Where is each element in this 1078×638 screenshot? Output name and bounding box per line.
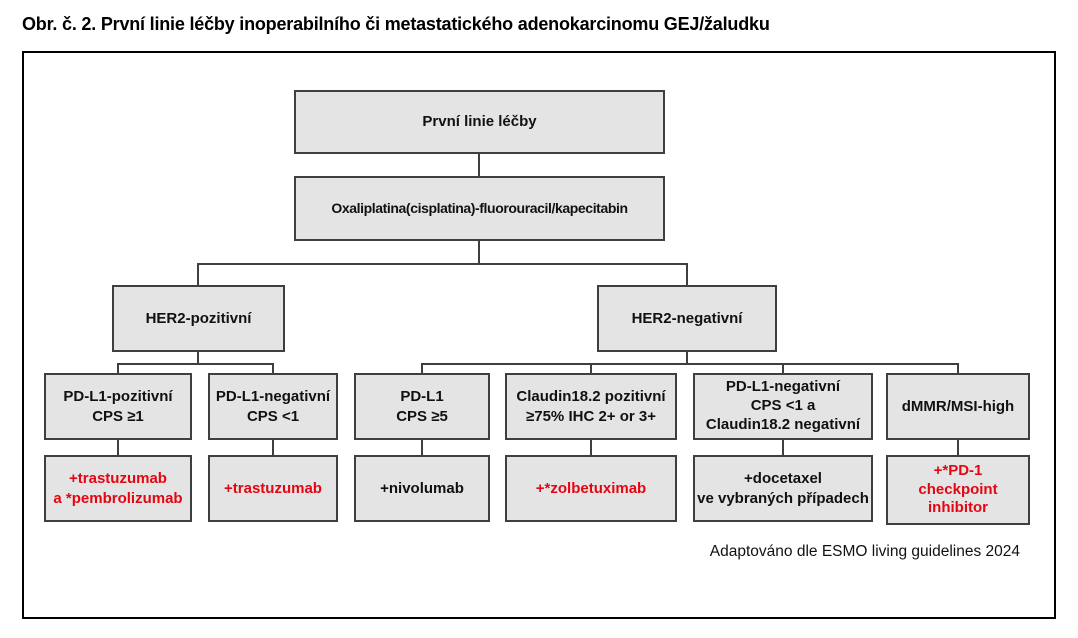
node-first-line: První linie léčby (294, 90, 665, 154)
connector-line (421, 363, 423, 373)
connector-line (272, 440, 274, 455)
node-pdl1-cps5: PD-L1 CPS ≥5 (354, 373, 490, 440)
connector-line (782, 363, 784, 373)
node-dmmr-msi-high: dMMR/MSI-high (886, 373, 1030, 440)
node-tx-nivolumab: +nivolumab (354, 455, 490, 522)
connector-line (686, 263, 688, 285)
connector-line (478, 154, 480, 176)
node-her2-positive: HER2-pozitivní (112, 285, 285, 352)
connector-line (197, 263, 688, 265)
connector-line (782, 440, 784, 455)
node-tx-zolbetuximab: +*zolbetuximab (505, 455, 677, 522)
node-tx-docetaxel: +docetaxel ve vybraných případech (693, 455, 873, 522)
connector-line (197, 263, 199, 285)
connector-line (117, 440, 119, 455)
node-pdl1-neg-claudin-neg: PD-L1-negativní CPS <1 a Claudin18.2 neg… (693, 373, 873, 440)
connector-line (421, 440, 423, 455)
connector-line (197, 352, 199, 363)
node-tx-trastuzumab-pembrolizumab: +trastuzumab a *pembrolizumab (44, 455, 192, 522)
connector-line (478, 240, 480, 263)
connector-line (272, 363, 274, 373)
connector-line (117, 363, 274, 365)
connector-line (590, 440, 592, 455)
node-claudin-positive: Claudin18.2 pozitivní ≥75% IHC 2+ or 3+ (505, 373, 677, 440)
connector-line (686, 352, 688, 363)
connector-line (957, 440, 959, 455)
connector-line (421, 363, 959, 365)
node-her2-negative: HER2-negativní (597, 285, 777, 352)
figure-title: Obr. č. 2. První linie léčby inoperabiln… (22, 14, 770, 34)
connector-line (590, 363, 592, 373)
figure-caption: Adaptováno dle ESMO living guidelines 20… (709, 543, 1020, 560)
node-chemotherapy: Oxaliplatina(cisplatina)-fluorouracil/ka… (294, 176, 665, 241)
node-pdl1-negative-cps1: PD-L1-negativní CPS <1 (208, 373, 338, 440)
node-tx-pd1-checkpoint-inhibitor: +*PD-1 checkpoint inhibitor (886, 455, 1030, 525)
connector-line (117, 363, 119, 373)
node-pdl1-positive-cps1: PD-L1-pozitivní CPS ≥1 (44, 373, 192, 440)
connector-line (957, 363, 959, 373)
node-tx-trastuzumab: +trastuzumab (208, 455, 338, 522)
